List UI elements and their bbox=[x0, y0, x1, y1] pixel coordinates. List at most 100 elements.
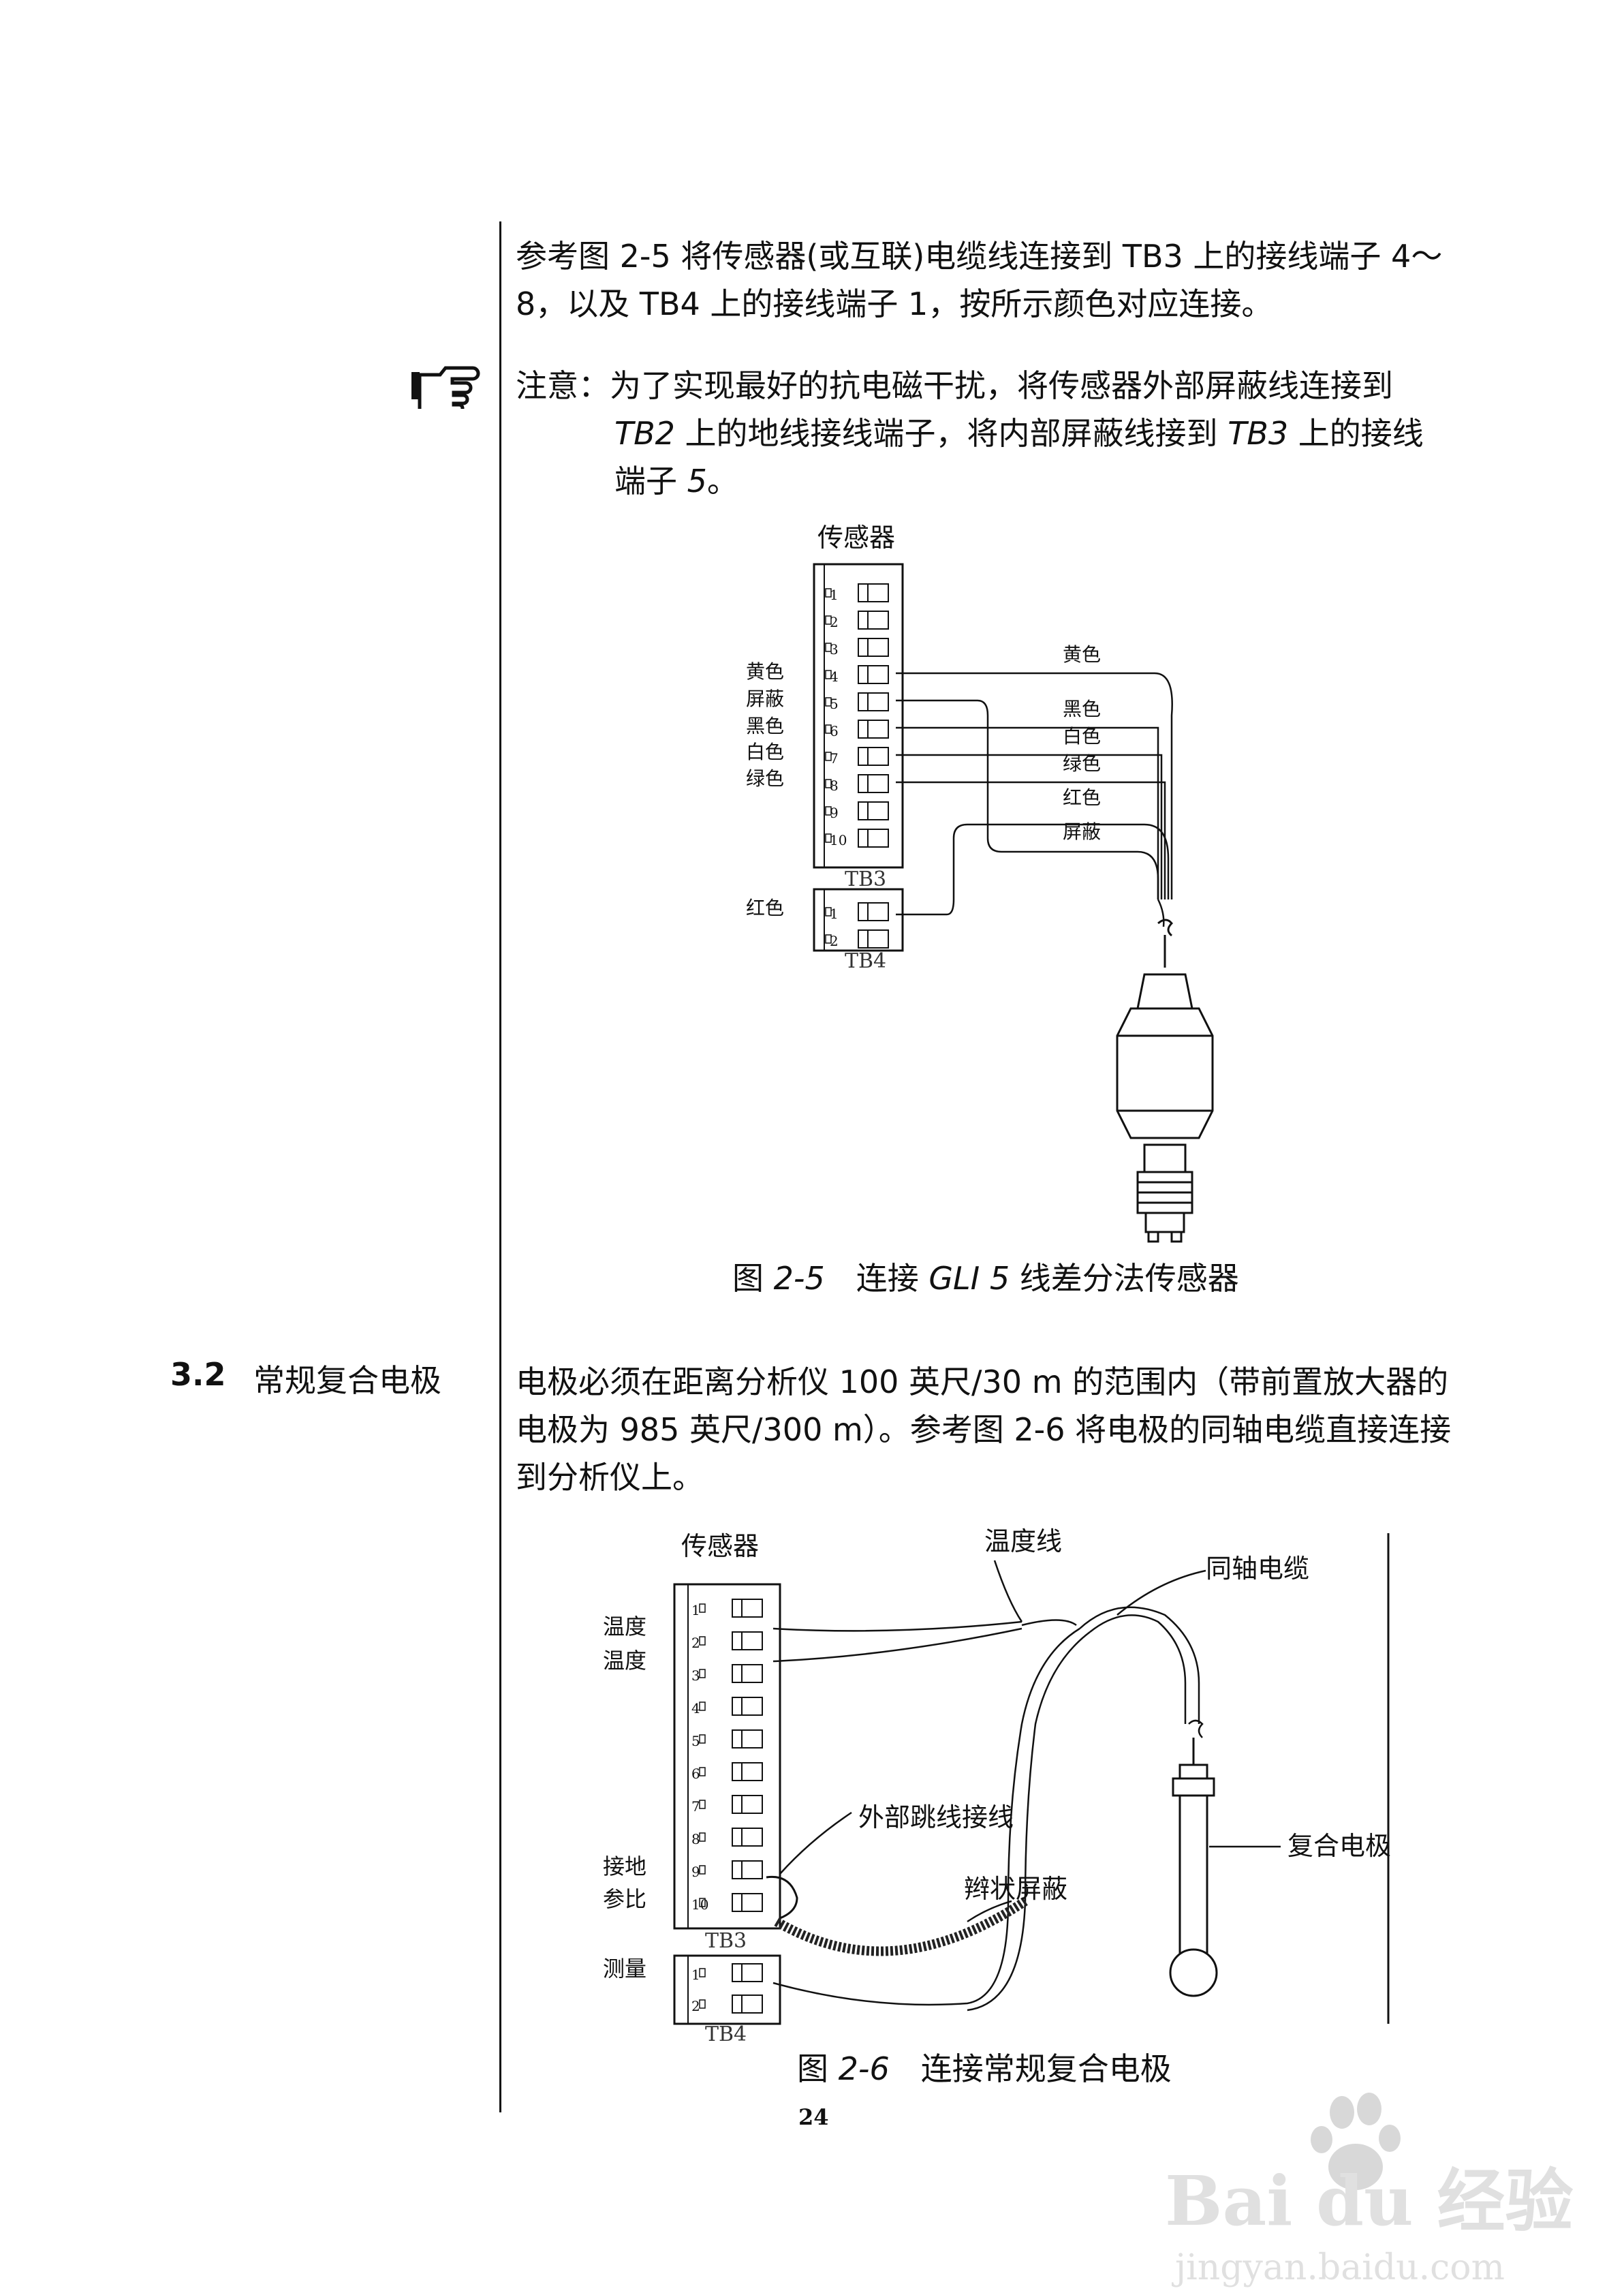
page-number: 24 bbox=[798, 2104, 829, 2130]
fig1-tb3-terminal-notch-2 bbox=[825, 615, 832, 625]
fig1-caption-mid: 连接 bbox=[824, 1260, 929, 1297]
fig2-tb3-terminal-2: 2 bbox=[691, 1635, 700, 1651]
fig1-caption-suffix: 线差分法传感器 bbox=[1010, 1260, 1239, 1297]
fig1-tb3-terminal-notch-9 bbox=[825, 806, 832, 816]
fig1-tb3-terminal-6: 6 bbox=[830, 723, 839, 739]
fig2-tb3-terminal-screw-10 bbox=[732, 1893, 763, 1912]
fig1-tb3-terminal-notch-5 bbox=[825, 697, 832, 707]
fig1-left-label-1: 屏蔽 bbox=[746, 688, 784, 710]
fig2-tb3-terminal-1: 1 bbox=[691, 1602, 700, 1618]
fig2-wires bbox=[766, 1560, 1206, 2012]
fig2-tb4-terminal-screw-2 bbox=[732, 1994, 763, 2014]
section-line-2: 电极为 985 英尺/300 m）。参考图 2-6 将电极的同轴电缆直接连接 bbox=[516, 1411, 1452, 1448]
fig1-tb3-terminal-7: 7 bbox=[830, 750, 839, 767]
fig2-temp-wire-label: 温度线 bbox=[984, 1526, 1062, 1556]
fig2-braided-shield bbox=[774, 1897, 1028, 1956]
fig1-wires bbox=[896, 672, 1173, 927]
fig2-tb3-terminal-screw-1 bbox=[732, 1599, 763, 1618]
fig1-tb3-terminal-notch-6 bbox=[825, 724, 832, 734]
fig1-tb4-terminal-notch-1 bbox=[825, 907, 832, 917]
fig1-caption-model: GLI 5 bbox=[928, 1260, 1010, 1297]
fig2-tb3-terminal-notch-10 bbox=[699, 1898, 706, 1907]
fig2-tb3-terminal-8: 8 bbox=[691, 1831, 700, 1847]
fig2-tb3-label: TB3 bbox=[705, 1929, 747, 1953]
fig2-tb3-terminal-screw-7 bbox=[732, 1795, 763, 1814]
fig2-tb3-terminal-screw-9 bbox=[732, 1860, 763, 1879]
fig2-tb3-block bbox=[673, 1583, 781, 1930]
fig2-left-label-3: 参比 bbox=[603, 1886, 646, 1912]
note-line-2: TB2 上的地线接线端子，将内部屏蔽线接到 TB3 上的接线 bbox=[614, 407, 1424, 459]
fig2-combination-electrode bbox=[1169, 1738, 1218, 1997]
note-terminal-5: 5 bbox=[687, 463, 707, 499]
fig1-tb3-terminal-screw-6 bbox=[858, 720, 889, 739]
section-line-3: 到分析仪上。 bbox=[516, 1459, 704, 1496]
fig2-left-label-2: 接地 bbox=[603, 1853, 646, 1879]
fig2-caption-suffix: 连接常规复合电极 bbox=[889, 2050, 1172, 2087]
vertical-rule bbox=[499, 221, 501, 2112]
fig1-sensor-probe bbox=[1116, 919, 1214, 1243]
fig2-tb4-label: TB4 bbox=[705, 2022, 747, 2046]
fig1-tb3-terminal-notch-4 bbox=[825, 670, 832, 679]
fig1-right-label-2: 白色 bbox=[1063, 725, 1101, 748]
fig2-tb4-terminal-2: 2 bbox=[691, 1998, 700, 2014]
fig1-tb4-label: TB4 bbox=[845, 949, 886, 973]
note-line-3-end: 。 bbox=[706, 463, 738, 499]
fig2-electrode-label: 复合电极 bbox=[1287, 1831, 1391, 1861]
fig1-caption-number: 2-5 bbox=[773, 1260, 825, 1297]
fig1-left-label-3: 白色 bbox=[746, 741, 784, 763]
fig2-tb4-block bbox=[673, 1954, 781, 2025]
fig2-tb3-terminal-5: 5 bbox=[691, 1733, 700, 1749]
watermark-url: jingyan.baidu.com bbox=[1172, 2247, 1505, 2288]
fig1-tb4-block bbox=[813, 888, 904, 952]
fig2-tb3-terminal-notch-6 bbox=[699, 1767, 706, 1776]
note-tb3: TB3 bbox=[1228, 415, 1289, 452]
fig2-caption-prefix: 图 bbox=[797, 2050, 839, 2087]
fig1-right-label-0: 黄色 bbox=[1063, 643, 1101, 666]
fig1-tb4-terminal-screw-1 bbox=[858, 902, 889, 921]
fig2-tb3-terminal-notch-7 bbox=[699, 1800, 706, 1809]
fig2-tb3-terminal-7: 7 bbox=[691, 1798, 700, 1815]
fig1-left-label-0: 黄色 bbox=[746, 660, 784, 683]
fig1-tb3-terminal-5: 5 bbox=[830, 696, 839, 712]
fig2-tb3-terminal-screw-5 bbox=[732, 1729, 763, 1749]
fig1-tb3-terminal-8: 8 bbox=[830, 777, 839, 794]
fig1-right-label-4: 红色 bbox=[1063, 786, 1101, 809]
fig1-tb3-terminal-screw-4 bbox=[858, 665, 889, 684]
fig2-tb3-terminal-notch-3 bbox=[699, 1669, 706, 1678]
fig2-tb3-terminal-notch-9 bbox=[699, 1865, 706, 1875]
fig1-tb3-terminal-screw-8 bbox=[858, 774, 889, 793]
fig1-tb3-terminal-screw-5 bbox=[858, 692, 889, 711]
fig1-tb3-terminal-screw-9 bbox=[858, 801, 889, 820]
fig2-tb3-terminal-screw-2 bbox=[732, 1631, 763, 1650]
fig2-left-label-4: 测量 bbox=[603, 1956, 646, 1982]
watermark-brand: Bai du 经验 bbox=[1165, 2161, 1574, 2241]
fig1-tb4-terminal-2: 2 bbox=[830, 933, 839, 949]
section-title: 常规复合电极 bbox=[253, 1362, 441, 1399]
fig2-tb3-terminal-4: 4 bbox=[691, 1700, 700, 1716]
note-tb2: TB2 bbox=[614, 415, 675, 452]
fig1-tb3-terminal-screw-7 bbox=[858, 747, 889, 766]
fig2-tb3-terminal-3: 3 bbox=[691, 1667, 700, 1684]
baidu-watermark-logo: Bai du 经验 jingyan.baidu.com bbox=[1165, 2093, 1574, 2288]
fig1-tb3-terminal-1: 1 bbox=[830, 587, 839, 603]
fig1-left-label-4: 绿色 bbox=[746, 767, 784, 790]
fig1-tb3-terminal-notch-1 bbox=[825, 588, 832, 598]
fig2-tb3-terminal-screw-6 bbox=[732, 1762, 763, 1781]
fig1-right-label-5: 屏蔽 bbox=[1063, 820, 1101, 843]
fig2-caption-number: 2-6 bbox=[838, 2050, 890, 2087]
fig2-tb3-terminal-screw-4 bbox=[732, 1697, 763, 1716]
fig2-tb3-terminal-9: 9 bbox=[691, 1864, 700, 1880]
figure-2-5-caption: 图 2-5 连接 GLI 5 线差分法传感器 bbox=[732, 1254, 1239, 1299]
note-line-3: 端子 5。 bbox=[614, 455, 738, 507]
fig2-tb3-terminal-notch-4 bbox=[699, 1701, 706, 1711]
fig2-tb4-terminal-1: 1 bbox=[691, 1967, 700, 1983]
fig1-right-label-3: 绿色 bbox=[1063, 752, 1101, 775]
fig2-braid-label: 辫状屏蔽 bbox=[964, 1874, 1067, 1904]
fig2-tb3-terminal-notch-5 bbox=[699, 1734, 706, 1744]
fig1-left-label-2: 黑色 bbox=[746, 715, 784, 737]
fig2-tb4-terminal-notch-1 bbox=[699, 1968, 706, 1977]
fig1-tb3-terminal-9: 9 bbox=[830, 805, 839, 821]
fig1-caption-prefix: 图 bbox=[732, 1260, 774, 1297]
